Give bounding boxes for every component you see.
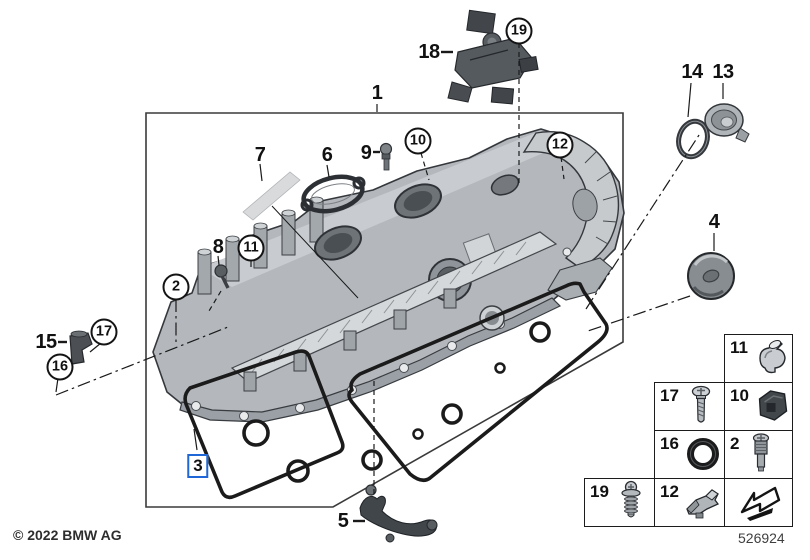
- callout-14[interactable]: 14: [681, 61, 703, 83]
- pan-head-screw-icon: [691, 385, 711, 423]
- cap-13-drawing: [704, 103, 750, 143]
- callout-8[interactable]: 8: [212, 236, 224, 258]
- legend-cell-10[interactable]: 10: [724, 382, 793, 431]
- valve-cover-drawing: [152, 128, 625, 423]
- legend-part-number: 19: [590, 482, 609, 501]
- profile-gasket-drawing: [300, 174, 366, 214]
- callout-12[interactable]: 12: [546, 131, 574, 159]
- bracket-5-drawing: [359, 484, 438, 543]
- washer-screw-icon: [621, 480, 641, 518]
- bolt-8-drawing: [214, 264, 230, 289]
- leader-lines: [55, 43, 724, 523]
- callout-18[interactable]: 18: [418, 41, 440, 63]
- diagram-number: 526924: [738, 530, 785, 546]
- callout-1[interactable]: 1: [371, 82, 383, 104]
- legend-part-number: 12: [660, 482, 679, 501]
- legend-part-number: 17: [660, 386, 679, 405]
- plug-15-drawing: [69, 330, 93, 365]
- callout-11[interactable]: 11: [237, 234, 265, 262]
- callout-9[interactable]: 9: [360, 142, 372, 164]
- legend-cell-16[interactable]: 16: [654, 430, 725, 479]
- callout-3[interactable]: 3: [187, 454, 209, 478]
- callout-16[interactable]: 16: [46, 353, 74, 381]
- gasket-drawing: [183, 281, 609, 500]
- callout-5[interactable]: 5: [337, 510, 349, 532]
- callout-7[interactable]: 7: [254, 144, 266, 166]
- legend-cell-arrow[interactable]: [724, 478, 793, 527]
- label-strip-drawing: [242, 171, 301, 221]
- bolt-9-drawing: [379, 142, 393, 171]
- callout-2[interactable]: 2: [162, 273, 190, 301]
- o-ring-icon: [686, 438, 719, 470]
- callout-13[interactable]: 13: [712, 61, 734, 83]
- copyright-notice: © 2022 BMW AG: [13, 527, 122, 543]
- legend-cell-12[interactable]: 12: [654, 478, 725, 527]
- callout-15[interactable]: 15: [35, 331, 57, 353]
- callout-19[interactable]: 19: [505, 17, 533, 45]
- legend-cell-17[interactable]: 17: [654, 382, 725, 431]
- callout-6[interactable]: 6: [321, 144, 333, 166]
- o-ring-14-drawing: [676, 118, 710, 160]
- legend-part-number: 16: [660, 434, 679, 453]
- clip-icon: [759, 340, 786, 374]
- callout-4[interactable]: 4: [708, 211, 720, 233]
- nav-arrow-icon: [740, 486, 780, 521]
- plug-bolt-icon: [753, 433, 770, 472]
- legend-cell-11[interactable]: 11: [724, 334, 793, 383]
- rubber-grommet-icon: [758, 390, 788, 421]
- oil-cap-4-drawing: [687, 252, 735, 300]
- bracket-icon: [686, 489, 719, 519]
- callout-10[interactable]: 10: [404, 127, 432, 155]
- legend-part-number: 2: [730, 434, 740, 453]
- legend-cell-19[interactable]: 19: [584, 478, 655, 527]
- callout-17[interactable]: 17: [90, 318, 118, 346]
- diagram-frame: [145, 112, 624, 508]
- legend-part-number: 10: [730, 386, 749, 405]
- legend-cell-2[interactable]: 2: [724, 430, 793, 479]
- legend-part-number: 11: [730, 338, 748, 357]
